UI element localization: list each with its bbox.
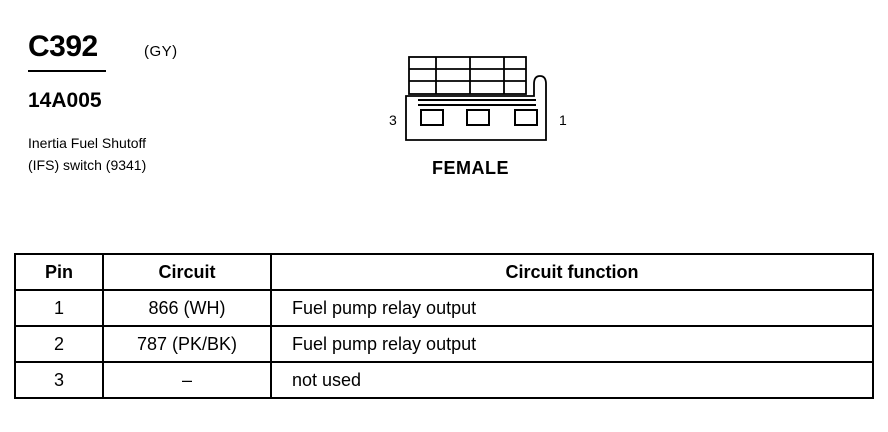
cell-circuit: –	[102, 361, 272, 399]
header-pin: Pin	[14, 253, 104, 291]
connector-color: (GY)	[144, 43, 178, 60]
cell-pin: 2	[14, 325, 104, 363]
connector-housing	[405, 75, 547, 141]
description-line-2: (IFS) switch (9341)	[28, 157, 147, 173]
pin-cavity-1	[514, 109, 538, 126]
connector-id: C392	[28, 30, 98, 63]
cell-pin: 1	[14, 289, 104, 327]
cell-circuit: 866 (WH)	[102, 289, 272, 327]
cell-function: Fuel pump relay output	[270, 325, 874, 363]
part-number: 14A005	[28, 89, 102, 112]
cell-function: Fuel pump relay output	[270, 289, 874, 327]
connector-id-underline	[28, 70, 106, 72]
pinout-table: Pin Circuit Circuit function 1 866 (WH) …	[14, 253, 874, 399]
pin-number-right: 1	[559, 112, 567, 128]
table-row: 2 787 (PK/BK) Fuel pump relay output	[14, 325, 874, 363]
header-circuit-function: Circuit function	[270, 253, 874, 291]
pin-number-left: 3	[389, 112, 397, 128]
header-circuit: Circuit	[102, 253, 272, 291]
cell-circuit: 787 (PK/BK)	[102, 325, 272, 363]
connector-face-diagram	[405, 56, 547, 141]
cell-pin: 3	[14, 361, 104, 399]
table-header-row: Pin Circuit Circuit function	[14, 253, 874, 291]
cell-function: not used	[270, 361, 874, 399]
connector-latch	[408, 56, 527, 95]
description-line-1: Inertia Fuel Shutoff	[28, 135, 147, 151]
pin-cavity-3	[420, 109, 444, 126]
connector-gender: FEMALE	[432, 158, 509, 178]
pin-cavity-2	[466, 109, 490, 126]
table-row: 3 – not used	[14, 361, 874, 399]
table-row: 1 866 (WH) Fuel pump relay output	[14, 289, 874, 327]
